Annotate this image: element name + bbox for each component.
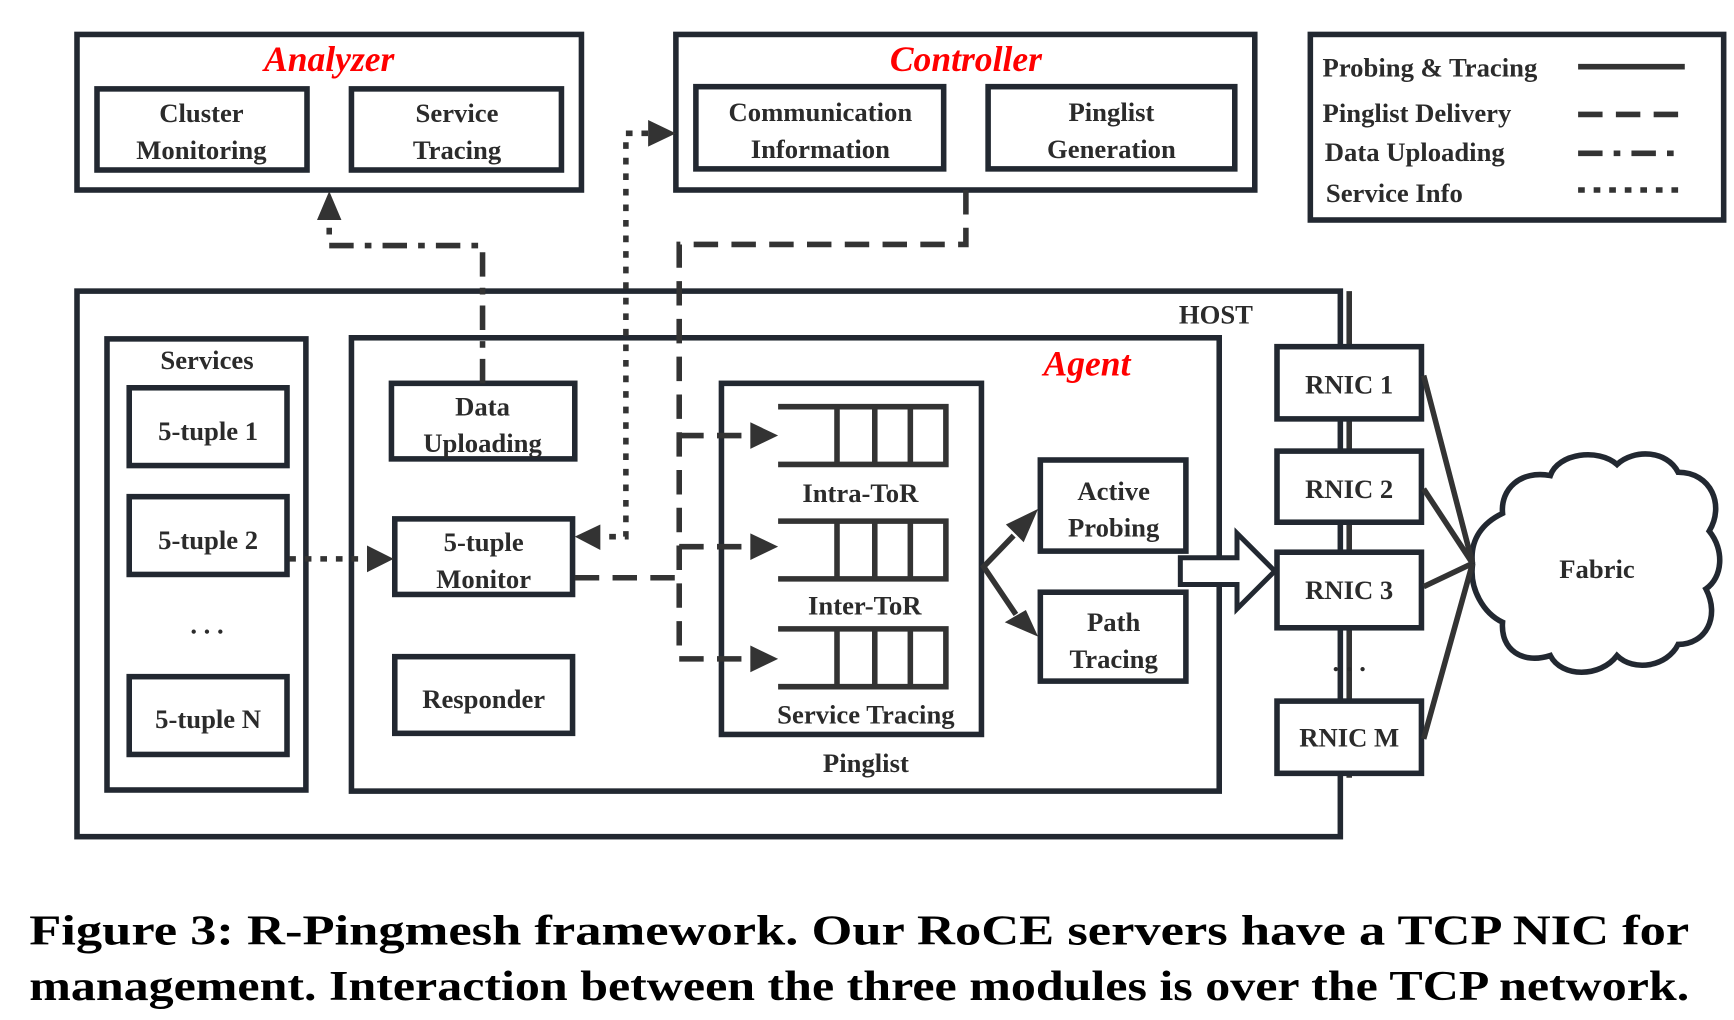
tuple-n-label: 5-tuple N bbox=[155, 704, 261, 734]
data-uploading-line1: Data bbox=[455, 392, 510, 422]
rnic-ellipsis: . . . bbox=[1333, 647, 1366, 677]
cluster-monitoring-line1: Cluster bbox=[159, 98, 244, 128]
communication-information-line2: Information bbox=[751, 134, 890, 164]
tuple-1-box bbox=[126, 385, 290, 469]
active-probing-box bbox=[1037, 457, 1189, 554]
cloud-icon bbox=[1469, 451, 1723, 675]
tuple-2-label: 5-tuple 2 bbox=[158, 525, 258, 555]
responder-box bbox=[392, 653, 576, 737]
responder-label: Responder bbox=[422, 684, 545, 714]
legend-label-service-info: Service Info bbox=[1326, 178, 1463, 208]
tuple-monitor-line1: 5-tuple bbox=[444, 527, 524, 557]
service-info-connector bbox=[574, 120, 676, 550]
legend: Probing & Tracing Pinglist Delivery Data… bbox=[1307, 31, 1727, 223]
caption-line2: management. Interaction between the thre… bbox=[29, 963, 1689, 1010]
queue-intra-tor bbox=[778, 403, 949, 468]
path-tracing-line1: Path bbox=[1087, 607, 1140, 637]
fabric-label: Fabric bbox=[1559, 554, 1635, 584]
rnic-1-box bbox=[1274, 343, 1425, 422]
pinglist-generation-line2: Generation bbox=[1047, 134, 1176, 164]
pinglist-generation-line1: Pinglist bbox=[1068, 97, 1154, 127]
analyzer-title: Analyzer bbox=[262, 39, 396, 79]
tuple-to-monitor-connector bbox=[289, 545, 394, 573]
host: HOST Services 5-tuple 1 5-tuple 2 . . . … bbox=[74, 288, 1425, 840]
data-uploading-box bbox=[388, 380, 578, 462]
communication-information-line1: Communication bbox=[729, 97, 913, 127]
path-tracing-line2: Tracing bbox=[1069, 644, 1158, 674]
controller-title: Controller bbox=[890, 39, 1043, 79]
fabric-cloud: Fabric bbox=[1469, 451, 1723, 675]
host-label: HOST bbox=[1179, 299, 1253, 329]
analyzer-module: Analyzer Cluster Monitoring Service Trac… bbox=[74, 31, 585, 193]
cluster-monitoring-box bbox=[94, 86, 310, 173]
queue-inter-tor-label: Inter-ToR bbox=[808, 590, 922, 620]
tuple-2-box bbox=[126, 493, 290, 578]
pinglist-generation-box bbox=[985, 83, 1238, 172]
tuple-monitor-box bbox=[392, 516, 576, 598]
services-ellipsis: . . . bbox=[190, 609, 223, 639]
communication-information-box bbox=[693, 83, 947, 172]
tuple-1-label: 5-tuple 1 bbox=[158, 416, 258, 446]
service-tracing-analyzer-line2: Tracing bbox=[413, 135, 502, 165]
queue-intra-tor-label: Intra-ToR bbox=[802, 478, 919, 508]
controller-module: Controller Communication Information Pin… bbox=[673, 31, 1258, 193]
probing-connector bbox=[980, 508, 1039, 637]
queue-inter-tor bbox=[778, 518, 949, 582]
service-tracing-analyzer-line1: Service bbox=[416, 98, 499, 128]
pinglist-label: Pinglist bbox=[823, 748, 909, 778]
caption-line1: Figure 3: R-Pingmesh framework. Our RoCE… bbox=[29, 907, 1689, 954]
rnic-dispatch-arrow bbox=[1177, 527, 1279, 615]
active-probing-line2: Probing bbox=[1068, 513, 1160, 543]
tuple-n-box bbox=[126, 673, 290, 758]
rnic-fabric-links bbox=[1420, 374, 1476, 740]
active-probing-line1: Active bbox=[1077, 476, 1150, 506]
data-uploading-line2: Uploading bbox=[423, 428, 542, 458]
path-tracing-box bbox=[1037, 589, 1189, 684]
cluster-monitoring-line2: Monitoring bbox=[136, 135, 267, 165]
rnic-1-label: RNIC 1 bbox=[1305, 369, 1393, 399]
service-tracing-analyzer-box bbox=[348, 86, 565, 173]
services-title: Services bbox=[160, 345, 253, 375]
rnic-2-label: RNIC 2 bbox=[1305, 474, 1393, 504]
tuple-monitor-line2: Monitor bbox=[436, 564, 531, 594]
rnic-m-label: RNIC M bbox=[1299, 723, 1399, 753]
legend-label-pinglist: Pinglist Delivery bbox=[1323, 98, 1512, 128]
pinglist-delivery-connector bbox=[574, 190, 969, 673]
agent-panel: Agent Data Uploading 5-tuple Monitor Res… bbox=[348, 335, 1222, 794]
legend-label-uploading: Data Uploading bbox=[1325, 137, 1506, 167]
legend-label-probing: Probing & Tracing bbox=[1323, 53, 1538, 83]
rnic-3-box bbox=[1274, 549, 1425, 631]
rnic-m-box bbox=[1274, 698, 1425, 777]
rnic-3-label: RNIC 3 bbox=[1305, 575, 1393, 605]
queue-service-tracing bbox=[778, 626, 949, 690]
agent-title: Agent bbox=[1042, 344, 1132, 384]
rnic-2-box bbox=[1274, 448, 1425, 525]
data-upload-connector bbox=[317, 191, 486, 384]
queue-service-tracing-label: Service Tracing bbox=[777, 699, 955, 729]
services-panel: Services 5-tuple 1 5-tuple 2 . . . 5-tup… bbox=[104, 336, 309, 793]
